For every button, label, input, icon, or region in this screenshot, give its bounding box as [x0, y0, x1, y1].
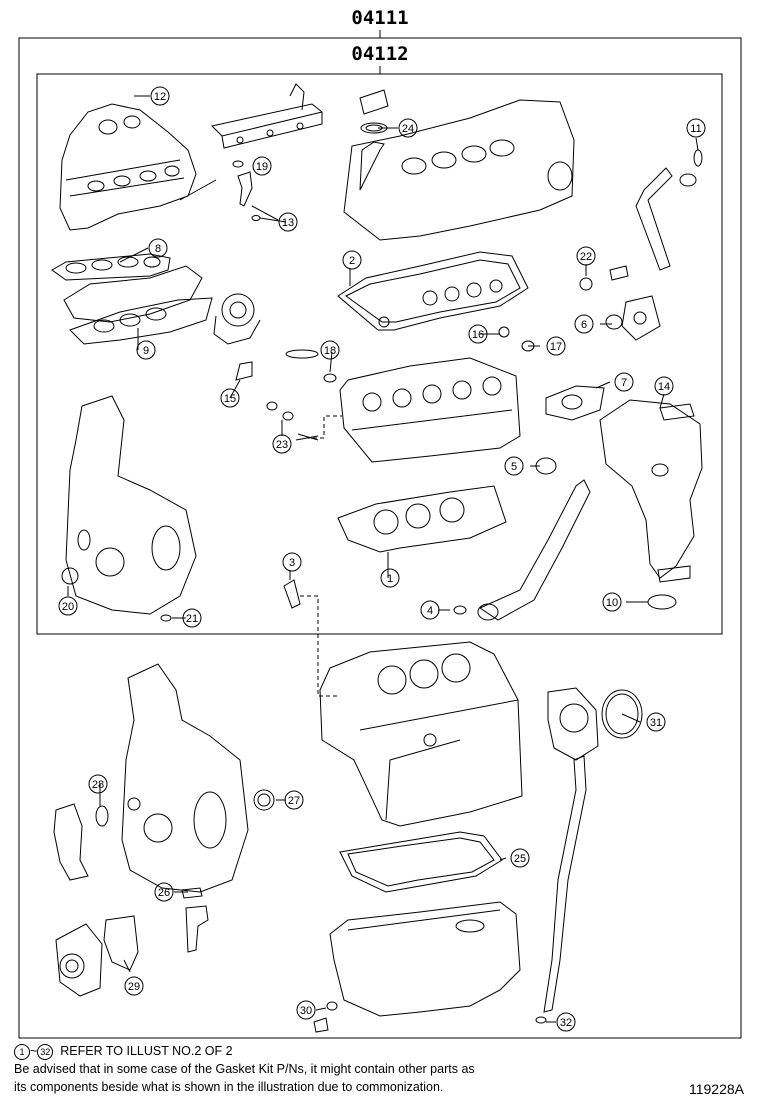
svg-text:21: 21: [186, 613, 198, 625]
svg-text:27: 27: [288, 795, 300, 807]
intake-manifold-drawing: [59, 103, 197, 231]
oil-level-gauge-guide-drawing: [535, 755, 587, 1024]
callout-15[interactable]: 15: [220, 388, 240, 408]
head-gasket-drawing: [337, 485, 507, 553]
svg-text:1: 1: [387, 573, 393, 585]
callout-12[interactable]: 12: [150, 86, 170, 106]
outer-kit-frame: [18, 37, 742, 1039]
callout-1[interactable]: 1: [380, 568, 400, 588]
svg-text:20: 20: [62, 601, 74, 613]
svg-text:9: 9: [143, 345, 149, 357]
callout-21[interactable]: 21: [182, 608, 202, 628]
callout-32[interactable]: 32: [556, 1012, 576, 1032]
callout-10[interactable]: 10: [602, 592, 622, 612]
reference-note: 1~32 REFER TO ILLUST NO.2 OF 2: [14, 1043, 233, 1060]
callout-17[interactable]: 17: [546, 336, 566, 356]
svg-text:3: 3: [289, 557, 295, 569]
callout-11[interactable]: 11: [686, 118, 706, 138]
timing-cover-drawing: [65, 395, 197, 615]
callout-25[interactable]: 25: [510, 848, 530, 868]
callout-2[interactable]: 2: [342, 250, 362, 270]
callout-4[interactable]: 4: [420, 600, 440, 620]
exhaust-manifold-converter-drawing: [545, 385, 703, 583]
svg-text:25: 25: [514, 853, 526, 865]
small-parts-inner-drawing: [61, 122, 677, 622]
svg-text:28: 28: [92, 779, 104, 791]
cylinder-block-drawing: [319, 641, 523, 827]
svg-text:17: 17: [550, 341, 562, 353]
callout-13[interactable]: 13: [278, 212, 298, 232]
outer-kit-part-number[interactable]: 04111: [351, 7, 408, 29]
callout-27[interactable]: 27: [284, 790, 304, 810]
svg-text:19: 19: [256, 161, 268, 173]
throttle-body-drawing: [213, 293, 261, 345]
callout-28[interactable]: 28: [88, 774, 108, 794]
callouts: 12 19 13 8 9 15 24 2 11 22 6 16 17 18 7 …: [58, 86, 706, 1032]
cylinder-head-cover-drawing: [343, 89, 575, 241]
callout-6[interactable]: 6: [574, 314, 594, 334]
svg-text:22: 22: [580, 251, 592, 263]
svg-text:5: 5: [511, 461, 517, 473]
exhaust-manifold-gasket-drawing: [51, 253, 213, 345]
callout-31[interactable]: 31: [646, 712, 666, 732]
svg-text:23: 23: [276, 439, 288, 451]
water-pump-drawing: [53, 789, 338, 1033]
inner-kit-frame: [36, 73, 723, 635]
range-separator: ~: [30, 1044, 38, 1058]
callout-30[interactable]: 30: [296, 1000, 316, 1020]
svg-text:2: 2: [349, 255, 355, 267]
callout-14[interactable]: 14: [654, 376, 674, 396]
callout-8[interactable]: 8: [148, 238, 168, 258]
callout-20[interactable]: 20: [58, 596, 78, 616]
svg-text:29: 29: [128, 981, 140, 993]
callout-24[interactable]: 24: [398, 118, 418, 138]
inner-kit-part-number[interactable]: 04112: [351, 43, 408, 65]
svg-text:13: 13: [282, 217, 294, 229]
callout-23[interactable]: 23: [272, 434, 292, 454]
svg-text:10: 10: [606, 597, 618, 609]
reference-note-text: REFER TO ILLUST NO.2 OF 2: [60, 1044, 233, 1058]
callout-26[interactable]: 26: [154, 882, 174, 902]
range-start-callout: 1: [14, 1043, 30, 1060]
svg-text:30: 30: [300, 1005, 312, 1017]
oil-pan-drawing: [329, 901, 521, 1017]
svg-text:6: 6: [581, 319, 587, 331]
water-inlet-drawing: [609, 265, 661, 341]
svg-text:32: 32: [560, 1017, 572, 1029]
svg-text:8: 8: [155, 243, 161, 255]
svg-text:26: 26: [158, 887, 170, 899]
fuel-rail-drawing: [211, 83, 324, 149]
cylinder-head-drawing: [339, 357, 521, 463]
callout-5[interactable]: 5: [504, 456, 524, 476]
rear-oil-seal-retainer-drawing: [547, 687, 643, 761]
callout-29[interactable]: 29: [124, 976, 144, 996]
advisory-line-2: its components beside what is shown in t…: [14, 1080, 444, 1094]
advisory-line-1: Be advised that in some case of the Gask…: [14, 1062, 475, 1076]
illustration-id: 119228A: [688, 1081, 744, 1097]
callout-22[interactable]: 22: [576, 246, 596, 266]
svg-text:7: 7: [621, 377, 627, 389]
range-end-callout: 32: [37, 1043, 54, 1060]
callout-16[interactable]: 16: [468, 324, 488, 344]
callout-3[interactable]: 3: [282, 552, 302, 572]
oil-pan-gasket-drawing: [339, 831, 503, 893]
head-cover-gasket-drawing: [337, 251, 529, 331]
svg-text:4: 4: [427, 605, 433, 617]
callout-18[interactable]: 18: [320, 340, 340, 360]
svg-text:31: 31: [650, 717, 662, 729]
callout-7[interactable]: 7: [614, 372, 634, 392]
svg-text:14: 14: [658, 381, 670, 393]
svg-text:18: 18: [324, 345, 336, 357]
callout-9[interactable]: 9: [136, 340, 156, 360]
alignment-lines: [300, 415, 342, 697]
svg-text:11: 11: [690, 123, 701, 135]
injector-drawing: [232, 160, 261, 221]
svg-text:16: 16: [472, 329, 484, 341]
svg-text:15: 15: [224, 393, 236, 405]
callout-19[interactable]: 19: [252, 156, 272, 176]
svg-text:24: 24: [402, 123, 414, 135]
svg-text:12: 12: [154, 91, 166, 103]
timing-cover-outer-drawing: [121, 663, 249, 893]
